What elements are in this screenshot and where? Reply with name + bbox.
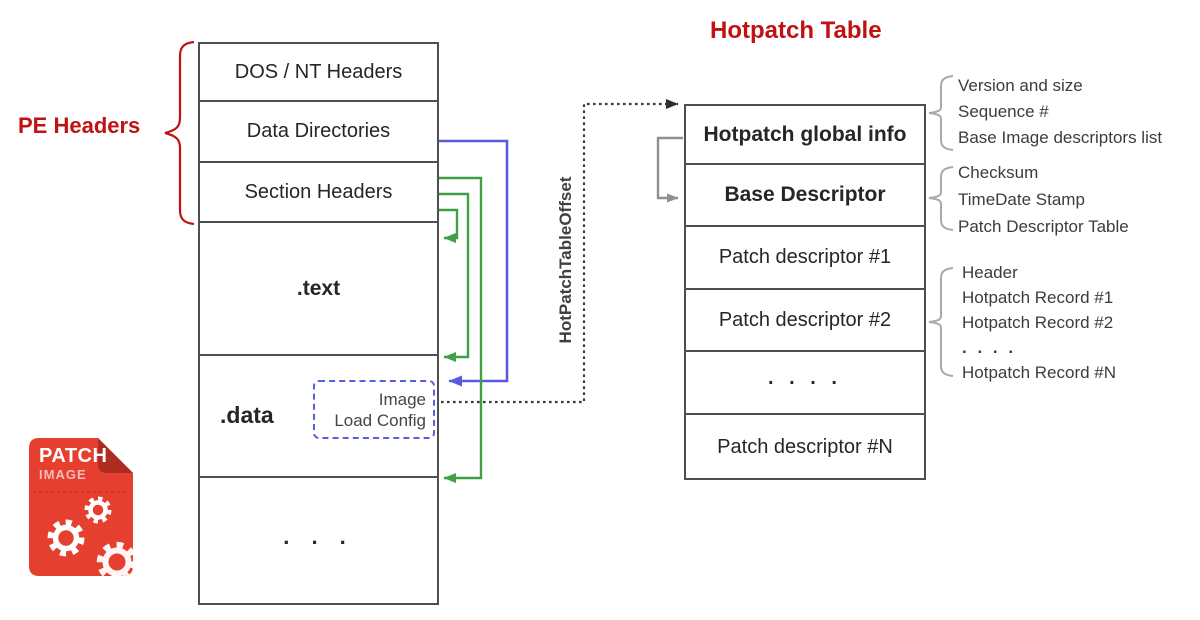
hp-row-patch-descriptor-2: Patch descriptor #2 xyxy=(686,290,924,352)
hotpatch-table-offset-label: HotPatchTableOffset xyxy=(556,176,575,344)
annotation-line: Hotpatch Record #N xyxy=(962,363,1117,382)
annotation-line: Checksum xyxy=(958,163,1039,182)
annotation-line: Hotpatch Record #2 xyxy=(962,313,1114,332)
annotation-line: Base Image descriptors list xyxy=(958,128,1163,147)
global-info-annotation: Version and size Sequence # Base Image d… xyxy=(958,73,1162,151)
pe-row-label: Section Headers xyxy=(244,180,393,203)
pe-row-label: .text xyxy=(296,276,341,300)
annotation-line: Sequence # xyxy=(958,102,1049,121)
patch-icon-text: PATCH IMAGE xyxy=(39,445,107,482)
pe-row-dos-nt-headers: DOS / NT Headers xyxy=(200,44,437,102)
hp-row-ellipsis: . . . . xyxy=(686,352,924,415)
gear-icon xyxy=(96,541,133,576)
grey-arrow-globalinfo-to-basedescriptor xyxy=(656,136,683,203)
hp-row-label: Hotpatch global info xyxy=(703,122,907,146)
pe-row-text-section: .text xyxy=(200,223,437,356)
hp-row-label: Patch descriptor #1 xyxy=(718,246,892,268)
gear-icon xyxy=(47,519,85,557)
annotation-line: Patch Descriptor Table xyxy=(958,217,1129,236)
ellipsis-dots: . . . xyxy=(283,523,354,549)
hp-row-label: Base Descriptor xyxy=(724,183,886,206)
data-section-label: .data xyxy=(220,402,274,428)
image-load-config-box: Image Load Config xyxy=(313,380,435,439)
annotation-line: Hotpatch Record #1 xyxy=(962,288,1114,307)
base-descriptor-annotation: Checksum TimeDate Stamp Patch Descriptor… xyxy=(958,159,1129,240)
pe-row-label: DOS / NT Headers xyxy=(234,60,403,83)
hp-row-label: Patch descriptor #N xyxy=(717,436,893,458)
hp-row-patch-descriptor-n: Patch descriptor #N xyxy=(686,415,924,480)
hotpatch-table-title: Hotpatch Table xyxy=(710,17,882,44)
pe-headers-label: PE Headers xyxy=(18,113,141,138)
folded-corner xyxy=(98,438,133,473)
green-arrow-to-text-end xyxy=(439,192,470,362)
blue-arrow-data-directories-to-load-config xyxy=(439,139,509,387)
annotation-line: Version and size xyxy=(958,76,1083,95)
patch-icon-subtitle: IMAGE xyxy=(39,467,87,482)
patch-icon-title: PATCH xyxy=(39,445,108,467)
load-config-line1: Image xyxy=(378,389,426,409)
annotation-line: TimeDate Stamp xyxy=(958,190,1085,209)
pe-row-label: Data Directories xyxy=(246,120,391,142)
green-arrow-to-data-end xyxy=(439,176,483,483)
green-arrow-to-text-start xyxy=(439,208,459,243)
hp-row-patch-descriptor-1: Patch descriptor #1 xyxy=(686,227,924,290)
patch-file-icon-graphic xyxy=(29,438,133,576)
pe-row-ellipsis: . . . xyxy=(200,478,437,603)
hp-row-label: Patch descriptor #2 xyxy=(718,308,892,331)
pe-row-data-directories: Data Directories xyxy=(200,102,437,163)
hp-row-base-descriptor: Base Descriptor xyxy=(686,165,924,227)
ellipsis-dots: . . . . xyxy=(768,367,842,389)
patch-image-file-icon: PATCH IMAGE xyxy=(28,437,134,577)
annotation-line: . . . . xyxy=(962,338,1017,357)
pe-row-section-headers: Section Headers xyxy=(200,163,437,223)
hp-row-global-info: Hotpatch global info xyxy=(686,106,924,165)
load-config-line2: Load Config xyxy=(334,410,426,430)
brace-global-info xyxy=(928,75,954,151)
gear-icon xyxy=(84,496,112,524)
brace-patch-descriptor xyxy=(928,267,954,377)
brace-base-descriptor xyxy=(928,166,954,231)
pe-file-column: DOS / NT Headers Data Directories Sectio… xyxy=(198,42,439,605)
patch-descriptor-annotation: Header Hotpatch Record #1 Hotpatch Recor… xyxy=(962,260,1116,385)
pe-row-data-section: .data xyxy=(200,356,437,478)
hotpatch-table: Hotpatch global info Base Descriptor Pat… xyxy=(684,104,926,480)
pe-headers-brace xyxy=(164,40,195,226)
annotation-line: Header xyxy=(962,263,1018,282)
